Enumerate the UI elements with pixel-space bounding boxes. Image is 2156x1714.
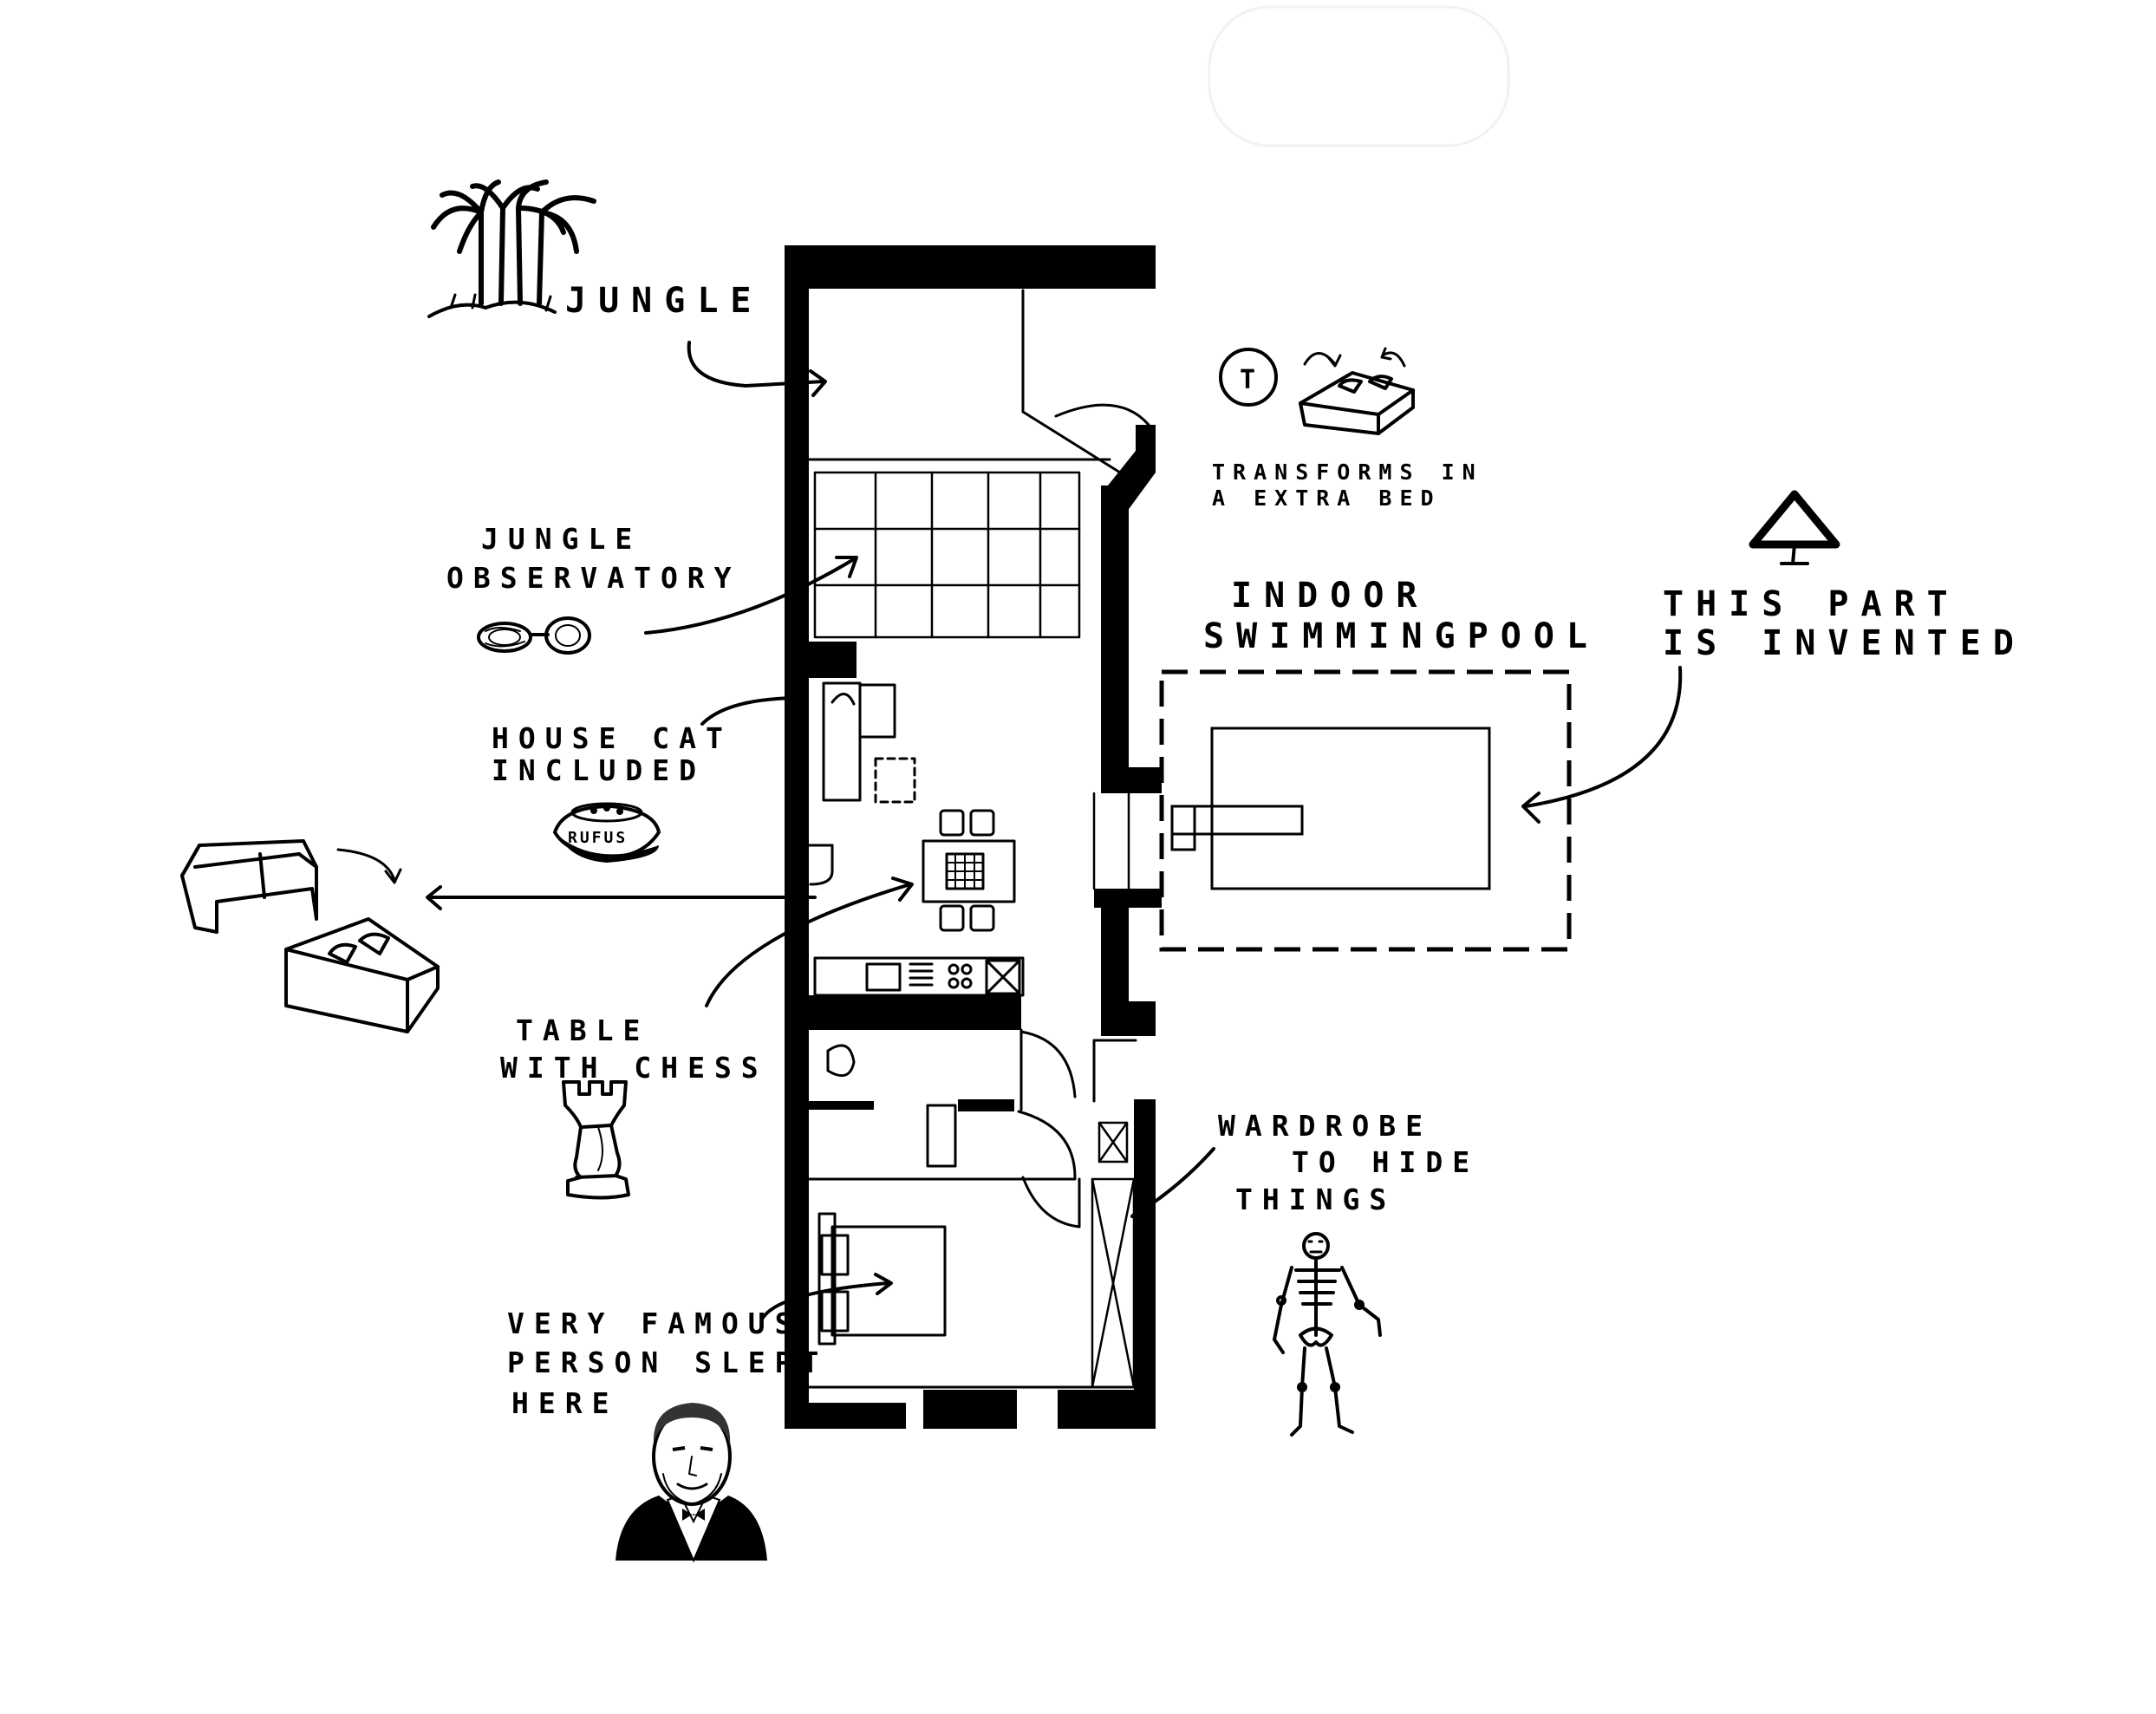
pool-doorway <box>1092 792 1130 890</box>
label-wardrobe-line1: WARDROBE <box>1218 1109 1432 1143</box>
wardrobe <box>1091 1121 1136 1389</box>
arrow-invented <box>1521 666 1683 824</box>
arrow-wardrobe <box>1130 1147 1215 1222</box>
sofa-plan <box>822 681 862 802</box>
label-invented-line1: THIS PART <box>1663 584 1960 624</box>
swimming-pool-icon <box>1159 669 1572 952</box>
label-table-line2: WITH CHESS <box>500 1051 768 1085</box>
living-room-furniture <box>807 681 916 886</box>
label-cat-line1: HOUSE CAT <box>492 721 733 755</box>
label-wardrobe-line2: TO HIDE <box>1292 1145 1479 1179</box>
warning-triangle-icon <box>1749 490 1840 565</box>
label-pool-line2: SWIMMINGPOOL <box>1203 616 1599 656</box>
bedroom-bed <box>807 1212 1136 1389</box>
wall-top <box>785 245 1156 289</box>
arrow-observatory <box>644 556 858 635</box>
label-famous-line3: HERE <box>511 1386 618 1420</box>
observatory-grid <box>813 471 1081 639</box>
wall-pool-door-top <box>1101 767 1162 793</box>
arrow-cat <box>700 686 805 726</box>
label-observatory-line1: JUNGLE <box>481 522 642 556</box>
skeleton-icon <box>1273 1232 1382 1437</box>
label-wardrobe-line3: THINGS <box>1235 1183 1396 1216</box>
wall-right-lower <box>1134 1099 1156 1429</box>
label-invented-line2: IS INVENTED <box>1663 623 2026 663</box>
toggle-letter: T <box>1240 365 1255 395</box>
label-bed-line1: TRANSFORMS IN <box>1212 459 1483 485</box>
binoculars-icon <box>477 616 591 655</box>
cat-bowl-name: RUFUS <box>568 829 628 847</box>
wall-right-mid2 <box>1101 1001 1156 1036</box>
label-famous-line2: PERSON SLEPT <box>507 1346 828 1379</box>
bed-icon <box>284 917 440 1033</box>
extra-bed-icon <box>1299 347 1415 435</box>
arrow-table <box>705 877 914 1007</box>
jungle-room-lines <box>807 289 1150 479</box>
annotation-arrows <box>426 341 1683 1320</box>
kitchen-counter <box>813 956 1025 997</box>
wall-bath-door <box>958 1099 1014 1111</box>
floor-plan <box>785 245 1162 1429</box>
label-observatory-line2: OBSERVATORY <box>446 561 741 595</box>
label-famous-line1: VERY FAMOUS <box>507 1307 802 1340</box>
chess-rook-icon <box>562 1080 630 1200</box>
label-cat-line2: INCLUDED <box>492 753 706 787</box>
toggle-circle-icon <box>1219 348 1278 407</box>
label-pool-line1: INDOOR <box>1231 576 1430 616</box>
wall-kitchen-bottom <box>809 995 1021 1030</box>
cat-bowl-icon <box>552 802 661 863</box>
wall-left <box>785 245 809 1429</box>
dining-table <box>922 809 1016 932</box>
wall-bath-left <box>809 1101 874 1110</box>
wall-right-upper <box>1101 486 1129 776</box>
arrow-sofa-double <box>426 885 817 910</box>
sofa-icon <box>180 839 318 934</box>
arrow-jungle <box>687 341 827 397</box>
label-jungle: JUNGLE <box>565 281 764 321</box>
wall-observatory-left <box>809 642 857 678</box>
wall-bottom-mid <box>923 1390 1017 1429</box>
arrow-famous <box>761 1273 893 1320</box>
watermark-shape <box>1208 5 1510 147</box>
bathroom <box>807 1028 1137 1228</box>
wall-bottom-left <box>785 1403 906 1429</box>
sofa-to-bed-arrow <box>336 848 402 884</box>
palm-trees-icon <box>427 179 596 318</box>
label-bed-line2: A EXTRA BED <box>1212 486 1442 511</box>
label-table-line1: TABLE <box>516 1013 649 1047</box>
person-portrait-icon <box>616 1403 767 1563</box>
